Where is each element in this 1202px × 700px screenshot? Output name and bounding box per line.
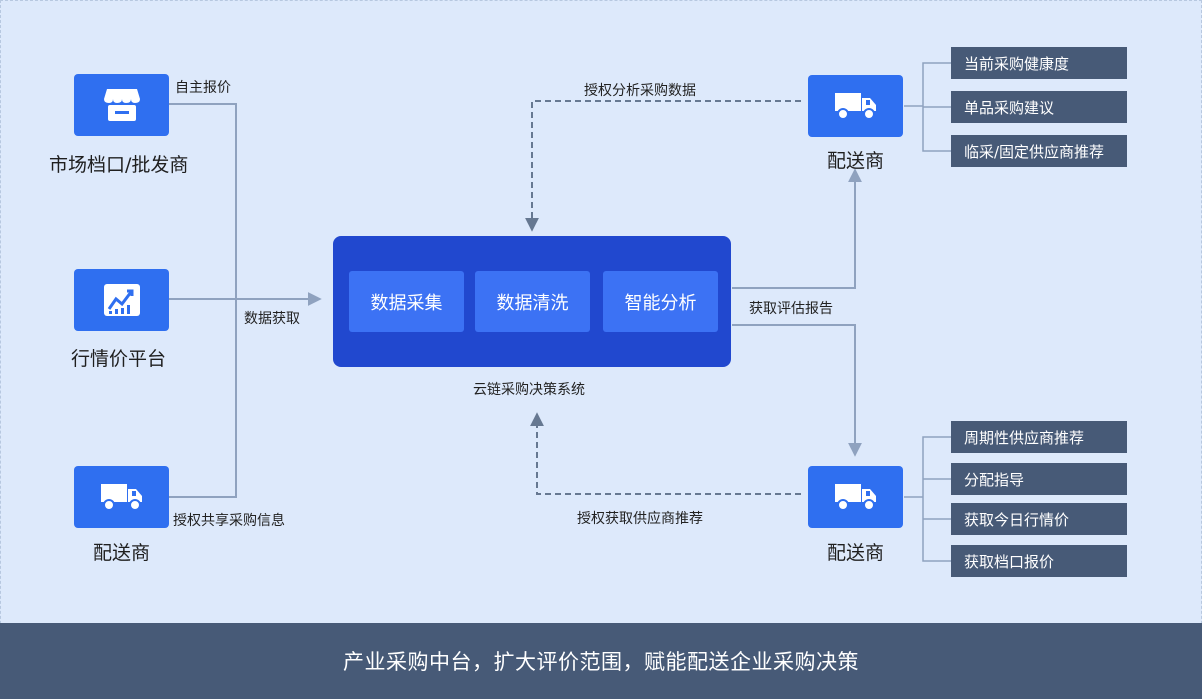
auth-analysis-line xyxy=(525,100,801,232)
distributor-bottom-label: 配送商 xyxy=(827,542,885,564)
auth-recommend-line xyxy=(530,412,801,495)
tag-stall-quote: 获取档口报价 xyxy=(951,545,1127,577)
decision-system-caption: 云链采购决策系统 xyxy=(473,382,585,398)
edge-label-authorize-recommend: 授权获取供应商推荐 xyxy=(577,511,703,527)
tag-item-suggestion: 单品采购建议 xyxy=(951,91,1127,123)
module-data-cleaning: 数据清洗 xyxy=(475,271,590,332)
edge-label-data-fetch: 数据获取 xyxy=(244,311,300,327)
source-label-price-platform: 行情价平台 xyxy=(71,348,167,370)
delivery-truck-icon xyxy=(74,466,169,528)
edge-label-get-report: 获取评估报告 xyxy=(749,301,833,317)
distributor-top-label: 配送商 xyxy=(827,150,885,172)
trend-chart-icon xyxy=(74,269,169,331)
edge-label-authorize-analysis: 授权分析采购数据 xyxy=(584,83,696,99)
edge-label-self-quote: 自主报价 xyxy=(175,80,231,96)
module-data-collection: 数据采集 xyxy=(349,271,464,332)
source-label-distributor: 配送商 xyxy=(93,542,151,564)
tag-supplier-recommend: 临采/固定供应商推荐 xyxy=(951,135,1127,167)
tag-periodic-supplier: 周期性供应商推荐 xyxy=(951,421,1127,453)
decision-system-box: 数据采集 数据清洗 智能分析 xyxy=(333,236,731,367)
source-bus-line xyxy=(169,103,237,498)
edge-label-authorize-share: 授权共享采购信息 xyxy=(173,513,285,529)
store-icon xyxy=(74,74,169,136)
tag-today-price: 获取今日行情价 xyxy=(951,503,1127,535)
tag-current-health: 当前采购健康度 xyxy=(951,47,1127,79)
footer-banner: 产业采购中台，扩大评价范围，赋能配送企业采购决策 xyxy=(0,623,1202,699)
report-up-line xyxy=(732,168,862,289)
module-smart-analysis: 智能分析 xyxy=(603,271,718,332)
report-down-line xyxy=(732,324,862,457)
tag-allocation-guide: 分配指导 xyxy=(951,463,1127,495)
source-label-market: 市场档口/批发商 xyxy=(49,154,189,176)
delivery-truck-icon xyxy=(808,466,903,528)
delivery-truck-icon xyxy=(808,75,903,137)
